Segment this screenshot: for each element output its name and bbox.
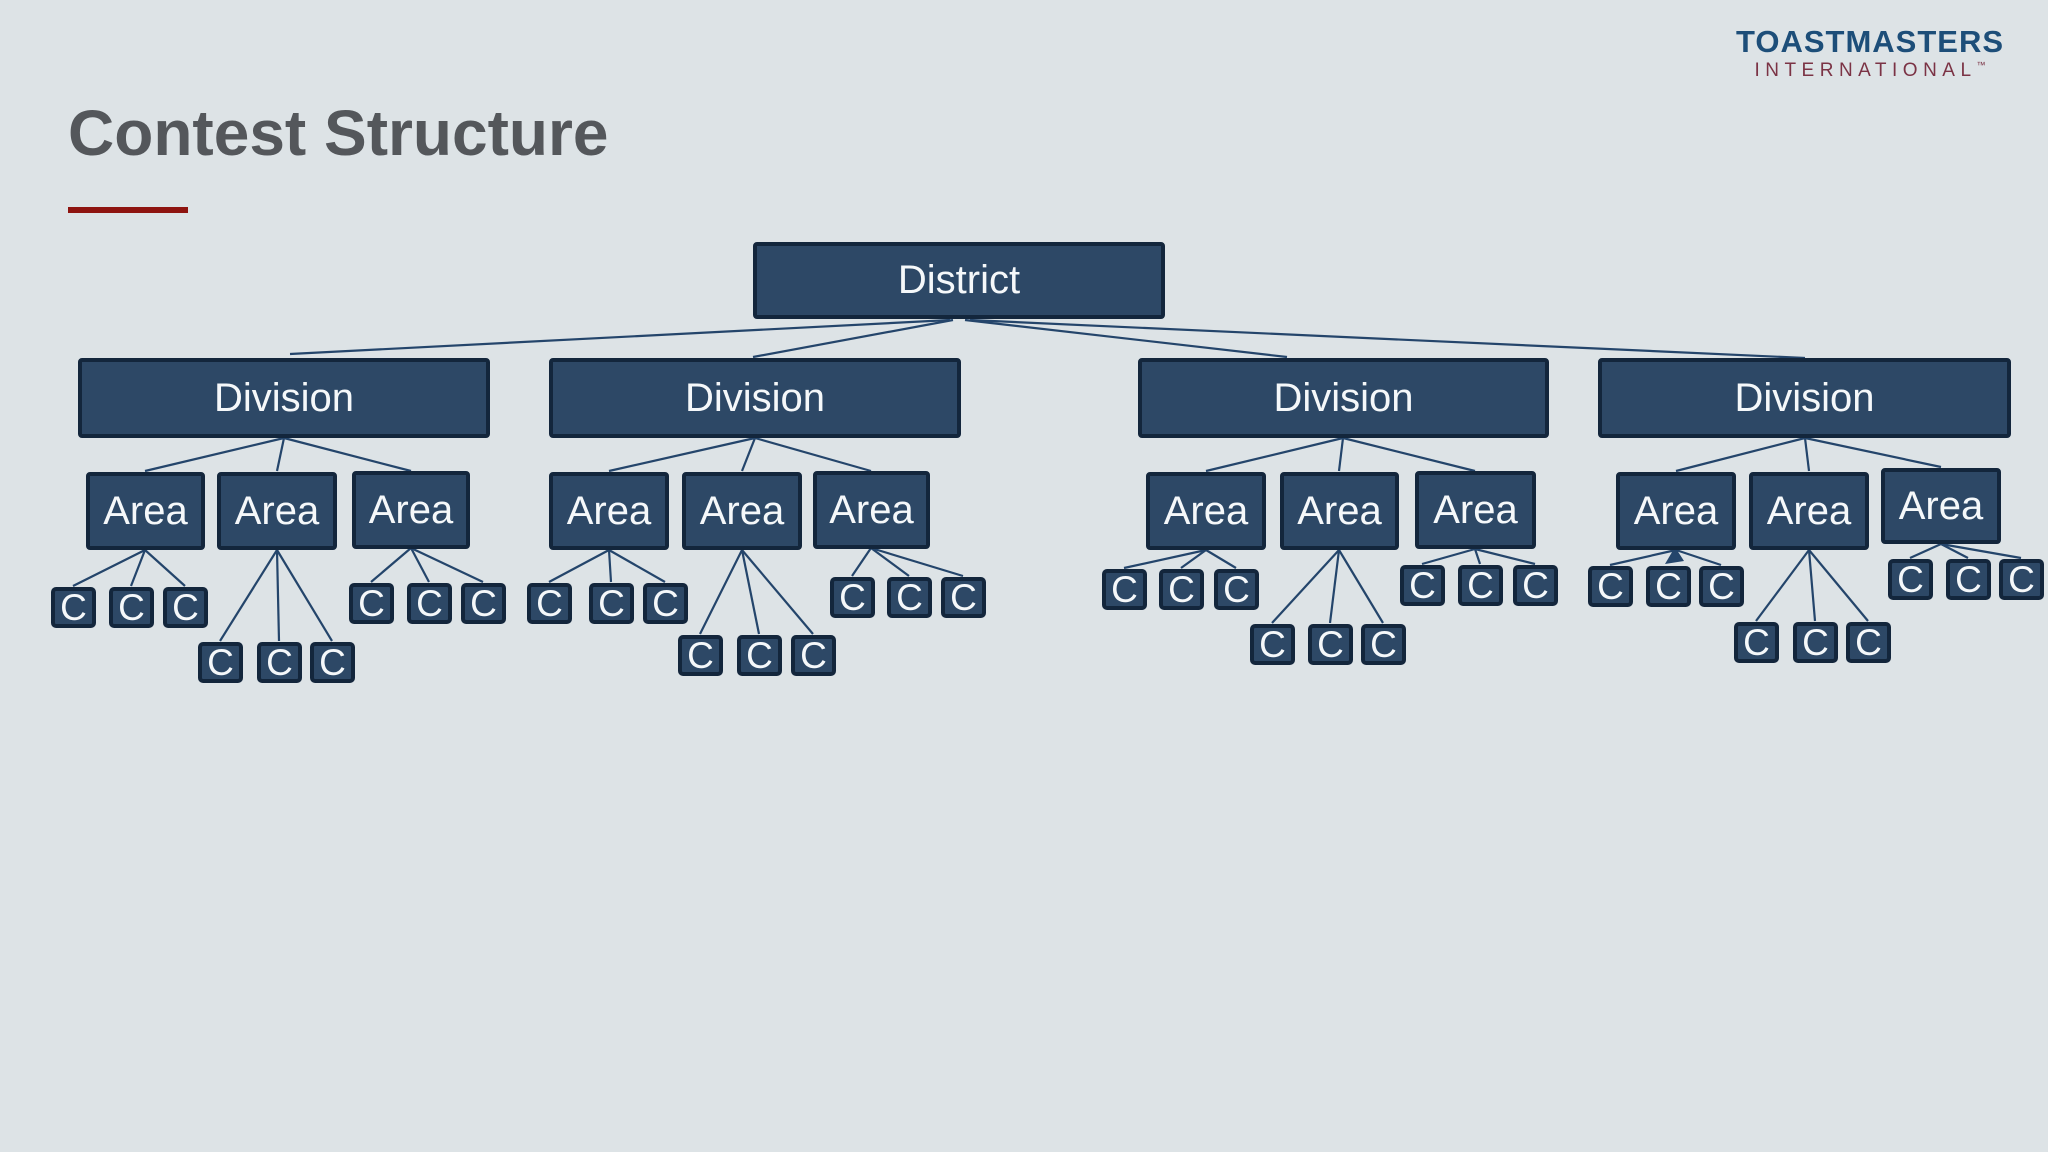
club-node: C: [310, 642, 355, 683]
club-node: C: [589, 583, 634, 624]
club-node: C: [1308, 624, 1353, 665]
club-node: C: [887, 577, 932, 618]
club-node: C: [941, 577, 986, 618]
club-node: C: [109, 587, 154, 628]
club-node: C: [830, 577, 875, 618]
club-node: C: [1946, 559, 1991, 600]
area-node-1-2: Area: [217, 472, 337, 550]
club-node: C: [1102, 569, 1147, 610]
logo-wordmark: TOASTMASTERS: [1735, 24, 2005, 59]
division-node-3: Division: [1138, 358, 1549, 438]
toastmasters-logo: TOASTMASTERS INTERNATIONAL™: [1722, 24, 2018, 81]
club-node: C: [1646, 566, 1691, 607]
district-node: District: [753, 242, 1165, 319]
club-node: C: [1361, 624, 1406, 665]
club-node: C: [1214, 569, 1259, 610]
club-node: C: [1734, 622, 1779, 663]
club-node: C: [643, 583, 688, 624]
page-title: Contest Structure: [68, 97, 609, 169]
club-node: C: [257, 642, 302, 683]
title-accent-bar: [68, 207, 188, 213]
division-node-1: Division: [78, 358, 490, 438]
division-node-4: Division: [1598, 358, 2011, 438]
area-node-1-1: Area: [86, 472, 205, 550]
club-node: C: [791, 635, 836, 676]
club-node: C: [1588, 566, 1633, 607]
club-node: C: [1513, 565, 1558, 606]
club-node: C: [163, 587, 208, 628]
area-node-4-3: Area: [1881, 468, 2001, 544]
area-node-3-3: Area: [1415, 471, 1536, 549]
area-node-3-1: Area: [1146, 472, 1266, 550]
club-node: C: [1159, 569, 1204, 610]
club-node: C: [407, 583, 452, 624]
club-node: C: [198, 642, 243, 683]
club-node: C: [1250, 624, 1295, 665]
trademark-symbol: ™: [1976, 59, 1986, 70]
club-node: C: [1888, 559, 1933, 600]
club-node: C: [51, 587, 96, 628]
arrowhead: [1665, 547, 1684, 564]
club-node: C: [527, 583, 572, 624]
club-node: C: [737, 635, 782, 676]
area-node-2-3: Area: [813, 471, 930, 549]
area-node-4-1: Area: [1616, 472, 1736, 550]
club-node: C: [678, 635, 723, 676]
club-node: C: [461, 583, 506, 624]
area-node-2-1: Area: [549, 472, 669, 550]
logo-subtitle-text: INTERNATIONAL: [1754, 59, 1977, 81]
club-node: C: [1699, 566, 1744, 607]
area-node-3-2: Area: [1280, 472, 1399, 550]
area-node-1-3: Area: [352, 471, 470, 549]
club-node: C: [1846, 622, 1891, 663]
club-node: C: [1999, 559, 2044, 600]
club-node: C: [1400, 565, 1445, 606]
area-node-4-2: Area: [1749, 472, 1869, 550]
club-node: C: [1458, 565, 1503, 606]
division-node-2: Division: [549, 358, 961, 438]
logo-subtitle: INTERNATIONAL™: [1722, 59, 2018, 81]
club-node: C: [1793, 622, 1838, 663]
area-node-2-2: Area: [682, 472, 802, 550]
club-node: C: [349, 583, 394, 624]
